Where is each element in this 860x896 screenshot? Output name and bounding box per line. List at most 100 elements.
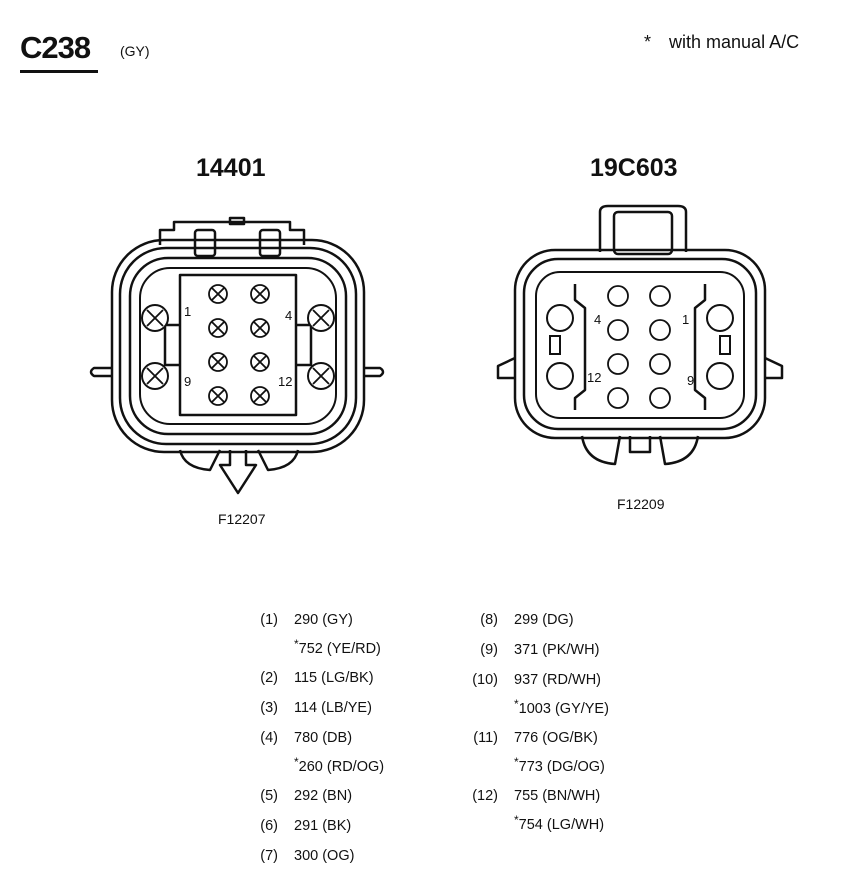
pin-number: (3) bbox=[260, 700, 278, 716]
pin-cavity bbox=[607, 285, 629, 307]
pin-number: (9) bbox=[480, 642, 498, 658]
pin-number: (10) bbox=[472, 672, 498, 688]
left-foot bbox=[580, 435, 622, 466]
left-pin-label: 9 bbox=[184, 374, 191, 389]
left-latch-tab bbox=[228, 216, 246, 226]
pinout-row: (5) 292 (BN) bbox=[238, 788, 352, 804]
left-pin-label: 1 bbox=[184, 304, 191, 319]
left-outer-shell bbox=[110, 238, 366, 454]
left-cavity-wall bbox=[573, 284, 587, 410]
left-latch-slot bbox=[258, 228, 282, 258]
down-arrow-icon bbox=[218, 450, 258, 495]
pin-cavity bbox=[649, 319, 671, 341]
connector-left-diagram: 1 4 9 12 bbox=[89, 216, 385, 495]
circuit: 371 (PK/WH) bbox=[514, 642, 600, 658]
pinout-row: (7) 300 (OG) bbox=[238, 848, 354, 864]
pin-cavity bbox=[649, 353, 671, 375]
pin-number: (12) bbox=[472, 788, 498, 804]
pin-number: (5) bbox=[260, 788, 278, 804]
pinout-row: (4)780 (DB) *260 (RD/OG) bbox=[238, 730, 384, 775]
footnote: * with manual A/C bbox=[644, 32, 799, 53]
pin-cross-icon bbox=[253, 389, 267, 403]
pin-number: (2) bbox=[260, 670, 278, 686]
left-inner-shell bbox=[128, 256, 348, 436]
pin-cavity bbox=[649, 285, 671, 307]
alt-circuit: *260 (RD/OG) bbox=[294, 755, 385, 775]
figure-id-left: F12207 bbox=[218, 511, 266, 527]
circuit: 299 (DG) bbox=[514, 612, 574, 628]
circuit: 114 (LB/YE) bbox=[294, 700, 372, 716]
pin-cavity bbox=[607, 319, 629, 341]
connector-right-diagram: 4 1 12 9 bbox=[496, 204, 784, 466]
connector-id-underline bbox=[20, 70, 98, 73]
right-foot bbox=[256, 449, 300, 472]
right-ear bbox=[764, 356, 784, 380]
circuit: 292 (BN) bbox=[294, 788, 353, 804]
pin-cavity bbox=[607, 353, 629, 375]
circuit: 115 (LG/BK) bbox=[294, 670, 374, 686]
pinout-row: (11) 776 (OG/BK) *773 (DG/OG) bbox=[458, 730, 605, 775]
pin-number: (11) bbox=[473, 730, 498, 746]
left-face bbox=[139, 267, 337, 425]
right-face bbox=[535, 271, 745, 419]
left-key bbox=[163, 323, 180, 367]
left-pin-label: 4 bbox=[285, 308, 292, 323]
alt-circuit: *754 (LG/WH) bbox=[514, 813, 605, 833]
connector-color-code: (GY) bbox=[120, 43, 150, 59]
pinout-row: (10) 937 (RD/WH) *1003 (GY/YE) bbox=[458, 672, 609, 717]
right-key bbox=[296, 323, 313, 367]
pinout-row: (12) 755 (BN/WH) *754 (LG/WH) bbox=[458, 788, 604, 833]
pin-number: (6) bbox=[260, 818, 278, 834]
right-ear bbox=[364, 366, 385, 378]
alt-circuit: *752 (YE/RD) bbox=[294, 637, 381, 657]
right-pin-label: 4 bbox=[594, 312, 601, 327]
connector-id: C238 bbox=[20, 30, 91, 65]
circuit: 937 (RD/WH) bbox=[514, 672, 602, 688]
right-latch-window bbox=[612, 210, 674, 256]
right-foot bbox=[658, 435, 700, 466]
pin-number: (7) bbox=[260, 848, 278, 864]
right-pin-label: 1 bbox=[682, 312, 689, 327]
pin-cross-icon bbox=[211, 389, 225, 403]
connector-left-part-number: 14401 bbox=[196, 154, 266, 182]
left-ear bbox=[496, 356, 516, 380]
alt-circuit: *773 (DG/OG) bbox=[514, 755, 605, 775]
pin-cross-icon bbox=[211, 321, 225, 335]
pin-cavity bbox=[649, 387, 671, 409]
right-corner-pin bbox=[546, 304, 574, 332]
left-mid-shell bbox=[118, 246, 358, 446]
pin-cross-icon bbox=[211, 355, 225, 369]
circuit: 780 (DB) bbox=[294, 730, 353, 746]
left-foot bbox=[178, 449, 222, 472]
right-key-slot bbox=[719, 335, 731, 355]
pin-number: (1) bbox=[260, 612, 278, 628]
left-latch-slot bbox=[193, 228, 217, 258]
right-outer-shell bbox=[513, 248, 767, 440]
circuit: 291 (BK) bbox=[294, 818, 352, 834]
pinout-row: (6) 291 (BK) bbox=[238, 818, 351, 834]
pinout-row: (1) 290 (GY) *752 (YE/RD) bbox=[238, 612, 381, 657]
left-pin-block bbox=[178, 273, 298, 417]
pin-cross-icon bbox=[253, 287, 267, 301]
footnote-text: with manual A/C bbox=[669, 32, 800, 52]
right-corner-pin bbox=[546, 362, 574, 390]
footnote-marker: * bbox=[644, 32, 652, 52]
pin-cross-icon bbox=[211, 287, 225, 301]
connector-right-part-number: 19C603 bbox=[590, 154, 678, 182]
left-pin-label: 12 bbox=[278, 374, 292, 389]
right-pin-label: 12 bbox=[587, 370, 601, 385]
circuit: 300 (OG) bbox=[294, 848, 355, 864]
right-pin-label: 9 bbox=[687, 373, 694, 388]
right-cavity-wall bbox=[693, 284, 707, 410]
circuit: 290 (GY) bbox=[294, 612, 353, 628]
center-foot bbox=[628, 436, 652, 454]
pin-cavity bbox=[607, 387, 629, 409]
right-top-latch bbox=[598, 204, 688, 252]
circuit: 755 (BN/WH) bbox=[514, 788, 601, 804]
pinout-row: (2) 115 (LG/BK) bbox=[238, 670, 374, 686]
circuit: 776 (OG/BK) bbox=[514, 730, 598, 746]
pinout-row: (3) 114 (LB/YE) bbox=[238, 700, 372, 716]
alt-circuit: *1003 (GY/YE) bbox=[514, 697, 609, 717]
figure-id-right: F12209 bbox=[617, 496, 665, 512]
right-corner-pin bbox=[706, 362, 734, 390]
